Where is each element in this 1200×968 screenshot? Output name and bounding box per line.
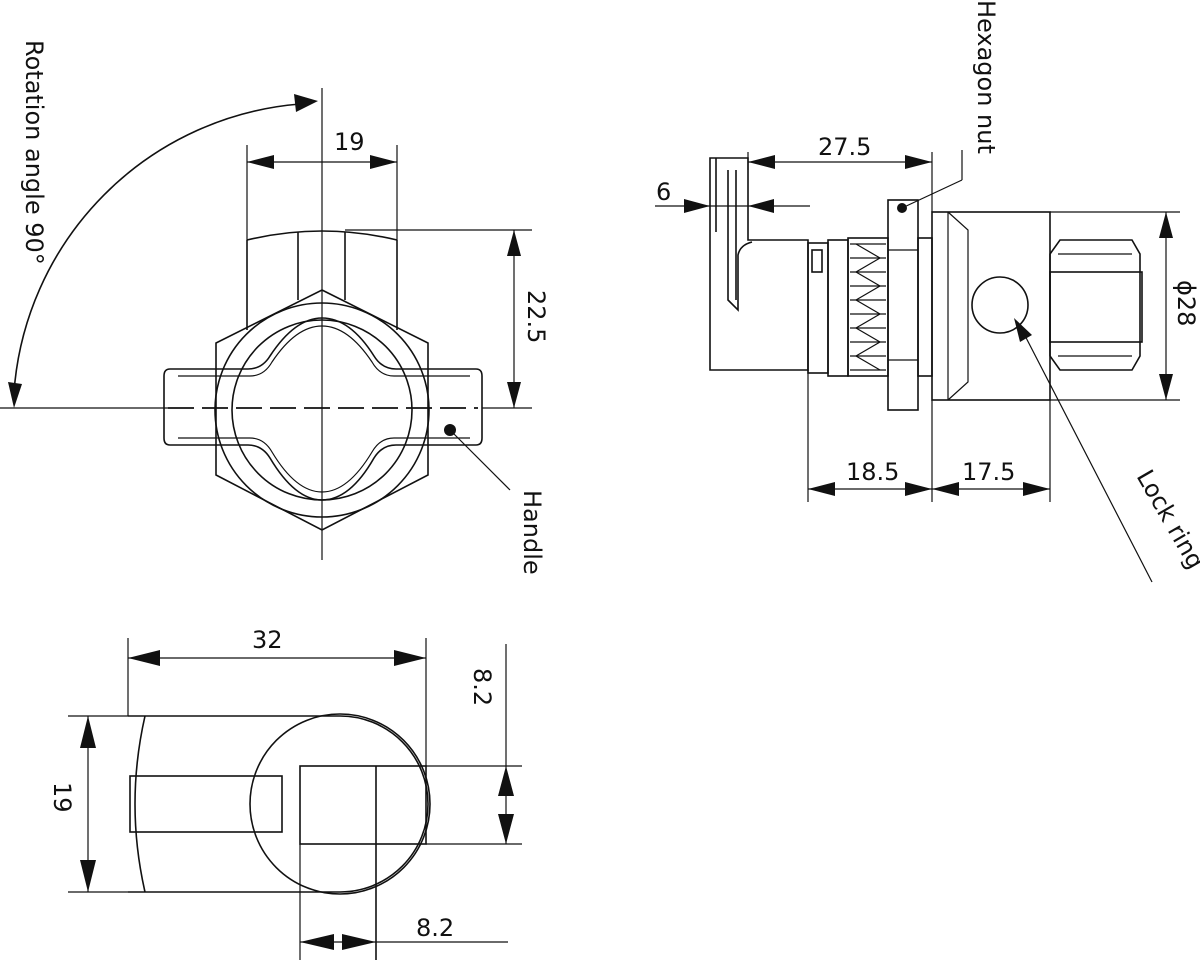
bottom-curved-edge bbox=[134, 715, 146, 893]
body-top-arc bbox=[246, 230, 398, 241]
dim-6-arrow-right bbox=[748, 199, 774, 213]
dim-82v-arrow-top bbox=[498, 766, 514, 796]
handle-label: Handle bbox=[518, 490, 546, 575]
dim-17-arrow-right bbox=[1023, 482, 1050, 496]
front-view: Rotation angle 90° 19 22.5 Handle bbox=[0, 40, 550, 575]
dim-top-value: 19 bbox=[334, 128, 365, 156]
dim-6-arrow-left bbox=[684, 199, 710, 213]
dim-32-value: 32 bbox=[252, 626, 283, 654]
bottom-slot bbox=[129, 775, 283, 833]
side-handle-plate bbox=[709, 157, 809, 371]
lock-ring-label: Lock ring bbox=[1131, 465, 1200, 574]
dim-17-arrow-left bbox=[932, 482, 959, 496]
dim-82h-value: 8.2 bbox=[416, 914, 454, 942]
dim-19-arrow-top bbox=[80, 716, 96, 748]
handle-inner-bottom bbox=[178, 437, 470, 493]
handle-inner-top bbox=[178, 325, 470, 377]
dim-27-arrow-right bbox=[905, 155, 932, 169]
bottom-view: 32 19 8.2 8.2 bbox=[48, 626, 522, 960]
dim-22-arrow-top bbox=[507, 230, 521, 256]
dim-32-arrow-left bbox=[128, 650, 160, 666]
dim-32-arrow-right bbox=[394, 650, 426, 666]
side-lock-chamfer bbox=[947, 211, 969, 401]
dim-6-value: 6 bbox=[656, 178, 671, 206]
side-boss-2 bbox=[827, 239, 849, 377]
side-view: 27.5 6 ϕ28 18.5 17.5 Hexagon nut Lock ri… bbox=[655, 0, 1200, 583]
dim-27-value: 27.5 bbox=[818, 133, 871, 161]
dim-22-value: 22.5 bbox=[522, 290, 550, 343]
dim-82h-arrow-left bbox=[300, 934, 334, 950]
side-hex-nut bbox=[887, 199, 919, 411]
bottom-circle bbox=[249, 713, 431, 895]
lock-ring-arrow bbox=[1014, 318, 1032, 342]
rotation-arc bbox=[13, 103, 301, 393]
rotation-label: Rotation angle 90° bbox=[20, 40, 48, 265]
dim-22-arrow-bottom bbox=[507, 382, 521, 408]
side-lock-body bbox=[931, 211, 1051, 401]
lock-ring-leader bbox=[1019, 325, 1153, 583]
side-plug-cap bbox=[1049, 239, 1141, 371]
hexagon-nut-label: Hexagon nut bbox=[972, 0, 1000, 154]
side-plug-inner bbox=[1049, 271, 1143, 343]
bottom-square bbox=[299, 765, 427, 845]
dim-top-arrow-right bbox=[370, 155, 397, 169]
dim-19-arrow-bottom bbox=[80, 860, 96, 892]
rotation-arrow-bottom bbox=[8, 382, 22, 408]
dim-28-value: ϕ28 bbox=[1172, 280, 1200, 326]
side-washer bbox=[917, 237, 933, 377]
side-boss-notch bbox=[811, 249, 823, 273]
dim-top-arrow-left bbox=[247, 155, 274, 169]
dim-82v-value: 8.2 bbox=[468, 668, 496, 706]
dim-82v-arrow-bottom bbox=[498, 814, 514, 844]
hexagon-outline bbox=[215, 289, 429, 531]
dim-27-arrow-left bbox=[748, 155, 775, 169]
dim-82h-arrow-right bbox=[342, 934, 376, 950]
bottom-outline bbox=[128, 715, 429, 893]
side-boss bbox=[807, 242, 829, 374]
handle-body bbox=[163, 317, 483, 501]
dim-18-value: 18.5 bbox=[846, 458, 899, 486]
side-handle-curve bbox=[727, 170, 753, 312]
outer-ring bbox=[214, 302, 430, 518]
side-thread-lines bbox=[850, 243, 886, 371]
side-lock-hole bbox=[971, 276, 1029, 334]
handle-leader-line bbox=[449, 429, 511, 491]
side-thread-zigzag bbox=[854, 243, 882, 371]
rotation-arrow-top bbox=[294, 94, 318, 112]
dim-18-arrow-right bbox=[905, 482, 932, 496]
dim-28-arrow-top bbox=[1159, 212, 1173, 238]
dim-17-value: 17.5 bbox=[962, 458, 1015, 486]
dim-28-arrow-bottom bbox=[1159, 374, 1173, 400]
dim-19-value: 19 bbox=[48, 782, 76, 813]
dim-18-arrow-left bbox=[808, 482, 835, 496]
hex-leader-line-1 bbox=[901, 179, 963, 209]
